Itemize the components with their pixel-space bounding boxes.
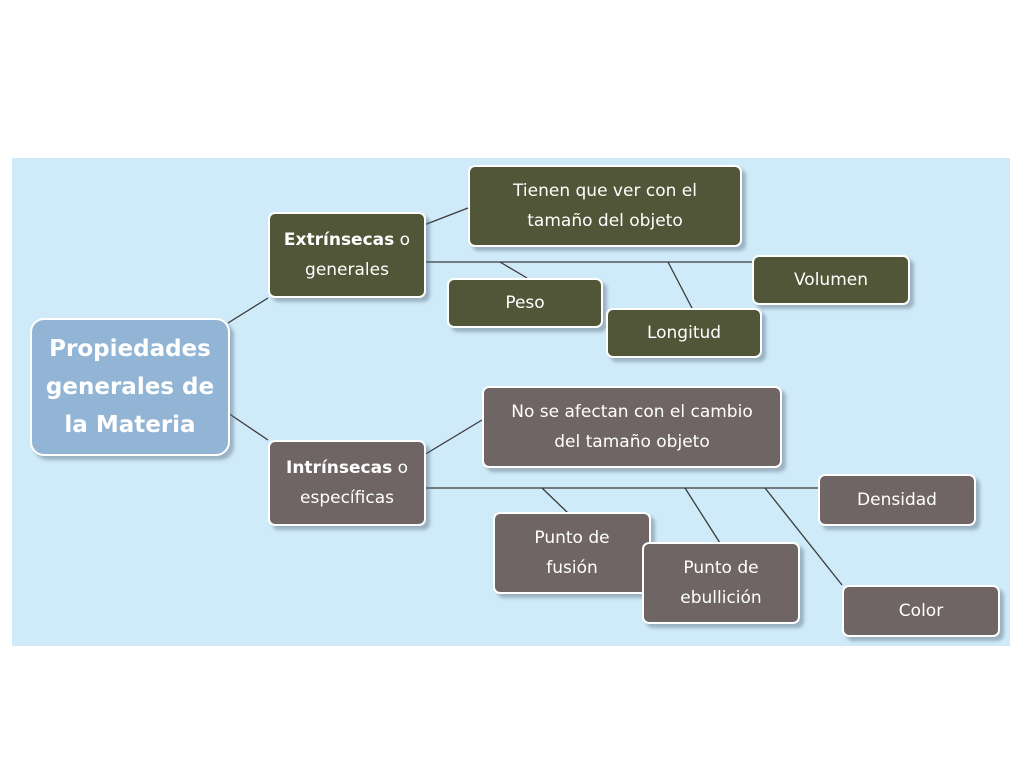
intrinsic-category-node: Intrínsecas o específicas [268, 440, 426, 526]
punto-ebullicion-line-2: ebullición [680, 588, 762, 608]
punto-ebullicion-node: Punto de ebullición [642, 542, 800, 624]
connector-root-intrinsic [227, 412, 269, 441]
intrinsic-category-line-1: Intrínsecas o [286, 453, 408, 483]
extrinsic-category-bold: Extrínsecas [283, 230, 395, 250]
connector-extrinsic-description [423, 207, 469, 226]
punto-fusion-node: Punto de fusión [493, 512, 651, 594]
peso-node: Peso [447, 278, 603, 328]
peso-label: Peso [505, 293, 545, 313]
intrinsic-description-line-1: No se afectan con el cambio [511, 402, 753, 422]
connector-ebullicion [684, 487, 721, 544]
intrinsic-category-rest: o [392, 458, 408, 478]
extrinsic-description-node: Tienen que ver con el tamaño del objeto [468, 165, 742, 247]
connector-peso [499, 261, 528, 279]
connector-longitud [667, 261, 694, 311]
connector-intrinsic-description [423, 419, 483, 456]
punto-ebullicion-line-1: Punto de [683, 558, 759, 578]
volumen-label: Volumen [793, 270, 868, 290]
longitud-label: Longitud [646, 323, 722, 343]
root-line-2: generales de [45, 374, 215, 400]
volumen-node: Volumen [752, 255, 910, 305]
color-node: Color [842, 585, 1000, 637]
intrinsic-description-line-2: del tamaño objeto [554, 432, 710, 452]
longitud-node: Longitud [606, 308, 762, 358]
root-line-3: la Materia [64, 412, 196, 438]
intrinsic-category-bold: Intrínsecas [286, 458, 393, 478]
densidad-label: Densidad [857, 490, 937, 510]
extrinsic-category-line-1: Extrínsecas o [284, 225, 410, 255]
root-node: Propiedades generales de la Materia [30, 318, 230, 456]
connector-fusion [541, 487, 569, 514]
root-line-1: Propiedades [49, 336, 211, 362]
extrinsic-category-line-2: generales [305, 260, 389, 280]
extrinsic-category-node: Extrínsecas o generales [268, 212, 426, 298]
extrinsic-description-line-1: Tienen que ver con el [513, 181, 697, 201]
connector-root-extrinsic [227, 297, 269, 324]
intrinsic-category-line-2: específicas [300, 488, 394, 508]
punto-fusion-line-1: Punto de [534, 528, 610, 548]
color-label: Color [898, 601, 944, 621]
extrinsic-description-line-2: tamaño del objeto [527, 211, 683, 231]
punto-fusion-line-2: fusión [546, 558, 598, 578]
densidad-node: Densidad [818, 474, 976, 526]
intrinsic-description-node: No se afectan con el cambio del tamaño o… [482, 386, 782, 468]
extrinsic-category-rest: o [394, 230, 411, 250]
connector-color [764, 487, 843, 586]
